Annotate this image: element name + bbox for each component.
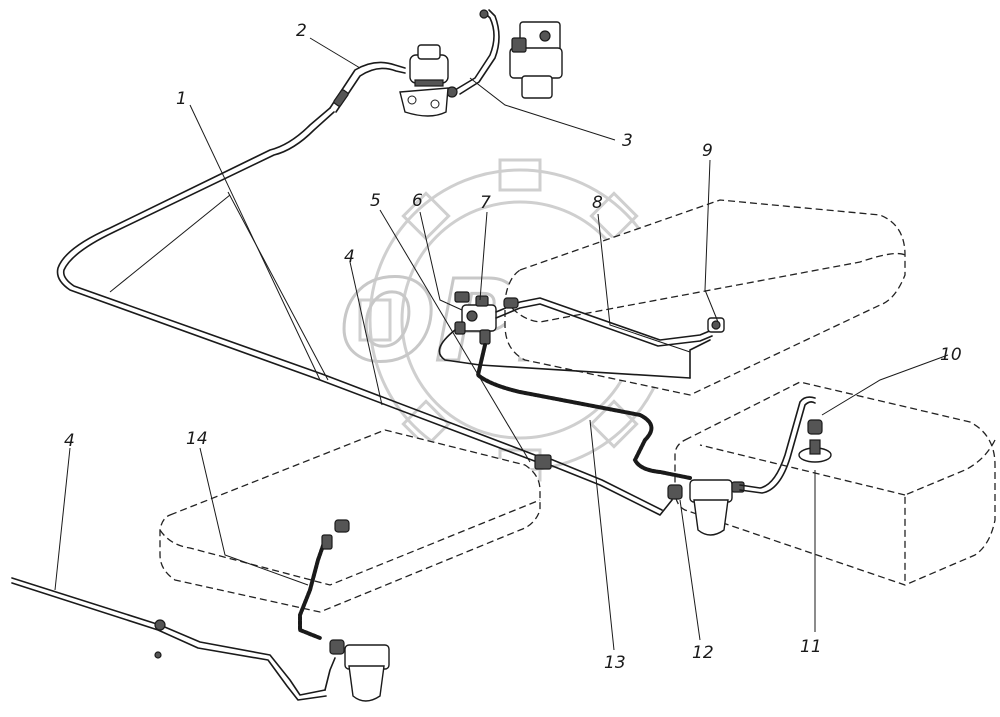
right-tank — [674, 381, 996, 586]
left-tank — [159, 429, 541, 613]
flexible-hose — [475, 343, 692, 480]
callout-7: 7 — [480, 193, 491, 213]
callout-6: 6 — [412, 191, 423, 211]
callout-10: 10 — [940, 345, 962, 365]
callout-1: 1 — [176, 89, 187, 109]
callout-2: 2 — [296, 21, 307, 41]
callout-5: 5 — [370, 191, 381, 211]
callout-4-upper: 4 — [344, 247, 355, 267]
rear-tank-line — [438, 297, 713, 379]
callout-3: 3 — [622, 131, 633, 151]
cross-line — [534, 454, 673, 516]
drain-line — [11, 577, 327, 701]
main-fuel-line — [56, 107, 549, 466]
leader-lines — [54, 37, 949, 651]
callout-11: 11 — [800, 637, 822, 657]
rear-tank — [504, 199, 906, 396]
carburetor — [509, 21, 563, 99]
callout-9: 9 — [702, 141, 713, 161]
upper-fuel-line — [329, 61, 406, 113]
distribution-valve — [454, 291, 497, 345]
callout-labels: 1 2 3 4 4 5 6 7 8 9 10 11 12 13 14 — [64, 21, 962, 673]
right-tank-line — [739, 396, 816, 494]
callout-8: 8 — [592, 193, 603, 213]
callout-4-lower: 4 — [64, 431, 75, 451]
left-fuel-filter — [329, 639, 390, 702]
callout-14: 14 — [186, 429, 208, 449]
rear-tank-fitting — [707, 317, 725, 333]
fuel-pump — [399, 44, 449, 117]
callout-12: 12 — [692, 643, 714, 663]
hose-clamp — [333, 89, 349, 107]
carburetor-line — [446, 9, 500, 98]
tank-fuel-outlet — [798, 419, 832, 463]
left-tank-line — [298, 519, 350, 691]
callout-13: 13 — [604, 653, 626, 673]
